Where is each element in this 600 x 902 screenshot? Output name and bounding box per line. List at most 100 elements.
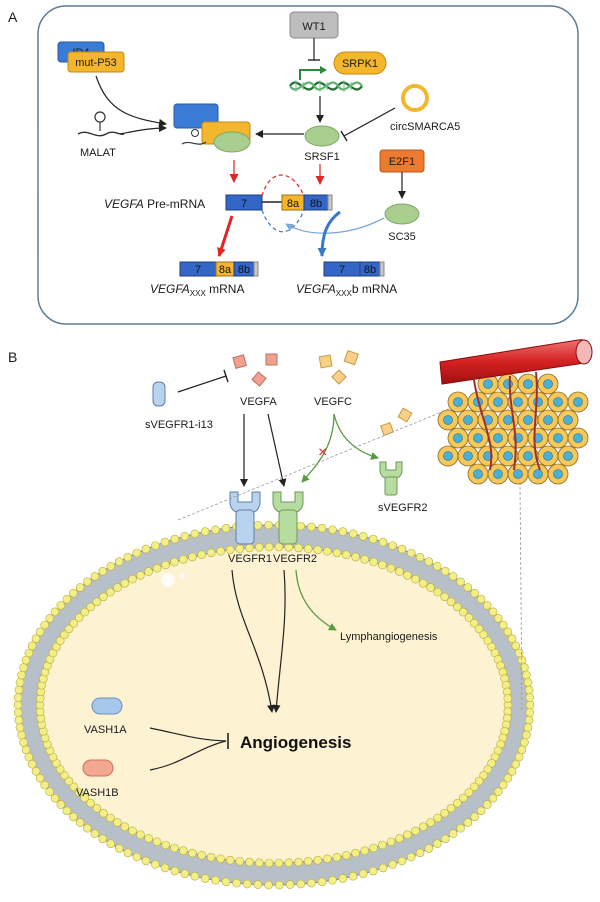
phospholipid-head [453, 798, 462, 808]
phospholipid-head [440, 566, 450, 576]
circsmarca5-ring [401, 84, 429, 112]
tumor-cell-nucleus [513, 469, 523, 479]
phospholipid-head [242, 879, 252, 889]
phospholipid-head [245, 543, 254, 553]
phospholipid-head [60, 770, 69, 780]
phospholipid-head [503, 773, 513, 783]
phospholipid-head [136, 570, 145, 580]
phospholipid-head [386, 563, 396, 573]
phospholipid-head [523, 723, 533, 732]
phospholipid-head [470, 588, 479, 598]
phospholipid-head [27, 759, 37, 769]
membrane-phospholipids [13, 520, 535, 890]
svegfr1-inhibit-bar [223, 369, 229, 383]
phospholipid-head [369, 557, 378, 567]
phospholipid-head [448, 829, 458, 838]
phospholipid-head [40, 620, 50, 630]
phospholipid-head [507, 634, 517, 644]
phospholipid-head [69, 812, 78, 822]
panel-a-label: A [8, 9, 18, 25]
tumor-cell-nucleus [563, 451, 573, 461]
phospholipid-head [62, 806, 72, 816]
phospholipid-head [221, 877, 231, 887]
phospholipid-head [253, 521, 263, 530]
promoter-arrow-head [320, 66, 327, 74]
phospholipid-head [511, 759, 521, 769]
phospholipid-head [92, 803, 102, 813]
vash1a-inhibit-line [149, 727, 227, 742]
phospholipid-head [482, 601, 492, 610]
vash1a-shape [91, 697, 123, 715]
tumor-cell-nucleus [533, 433, 543, 443]
phospholipid-head [514, 648, 524, 658]
srpk1-box [333, 51, 387, 75]
phospholipid-head [92, 597, 102, 607]
phospholipid-head [264, 858, 274, 868]
phospholipid-head [511, 641, 521, 651]
phospholipid-head [141, 856, 151, 866]
xxxb-mrna-label: VEGFAXXXb mRNA [296, 282, 397, 298]
phospholipid-head [179, 554, 188, 564]
vegfr1-label: VEGFR1 [228, 553, 272, 565]
sc35-shape [384, 203, 420, 225]
phospholipid-head [474, 624, 484, 634]
phospholipid-head [90, 572, 100, 581]
phospholipid-head [388, 541, 397, 550]
phospholipid-head [151, 860, 160, 869]
phospholipid-head [106, 561, 116, 571]
phospholipid-head [378, 863, 388, 873]
phospholipid-head [440, 808, 449, 818]
phospholipid-head [180, 531, 190, 541]
phospholipid-head [151, 541, 160, 550]
phospholipid-head [235, 856, 245, 866]
phospholipid-head [397, 544, 407, 554]
phospholipid-head [317, 523, 327, 533]
phospholipid-head [378, 840, 387, 850]
tumor-tissue [437, 373, 589, 485]
phospholipid-head [74, 788, 84, 797]
mut-p53-label: mut-P53 [75, 57, 117, 69]
splice-curve-xxx [261, 174, 305, 197]
premrna-label: VEGFA Pre-mRNA [104, 197, 205, 211]
xxx-exon-8a-label: 8a [219, 264, 232, 276]
vegfr2-to-angio-arrow [272, 569, 286, 713]
phospholipid-head [69, 588, 78, 598]
phospholipid-head [483, 764, 493, 774]
vegfr1-to-angio-arrow [231, 569, 275, 713]
srpk1-label: SRPK1 [342, 58, 378, 70]
phospholipid-head [418, 578, 428, 588]
phospholipid-head [525, 700, 535, 710]
premrna-exon-7-label: 7 [241, 198, 247, 210]
tumor-cell-nucleus [553, 433, 563, 443]
phospholipid-head [161, 560, 170, 570]
vegfc-ligands [318, 349, 413, 437]
protein-complex [173, 103, 251, 153]
zoom-line-upper [177, 401, 467, 521]
phospholipid-head [395, 567, 404, 576]
phospholipid-head [64, 776, 74, 786]
phospholipid-head [21, 745, 31, 755]
phospholipid-head [60, 630, 69, 640]
phospholipid-head [488, 607, 498, 617]
phospholipid-head [13, 693, 23, 702]
cell-highlight [161, 573, 175, 587]
phospholipid-head [64, 624, 74, 634]
cell-highlight-small [179, 573, 185, 579]
phospholipid-head [152, 837, 162, 847]
phospholipid-head [86, 798, 95, 808]
phospholipid-head [463, 818, 473, 827]
phospholipid-head [483, 636, 493, 646]
phospholipid-head [161, 840, 170, 850]
premrna-suffix: Pre-mRNA [144, 197, 205, 211]
phospholipid-head [120, 822, 130, 832]
phospholipid-head [368, 866, 378, 876]
xxx-sub: XXX [190, 289, 207, 298]
phospholipid-head [525, 708, 535, 717]
phospholipid-head [13, 708, 23, 717]
phospholipid-head [522, 670, 531, 680]
xxx-tail [253, 261, 259, 277]
phospholipid-head [303, 856, 313, 866]
zoom-line-lower [519, 483, 523, 711]
phospholipid-head [45, 613, 55, 623]
